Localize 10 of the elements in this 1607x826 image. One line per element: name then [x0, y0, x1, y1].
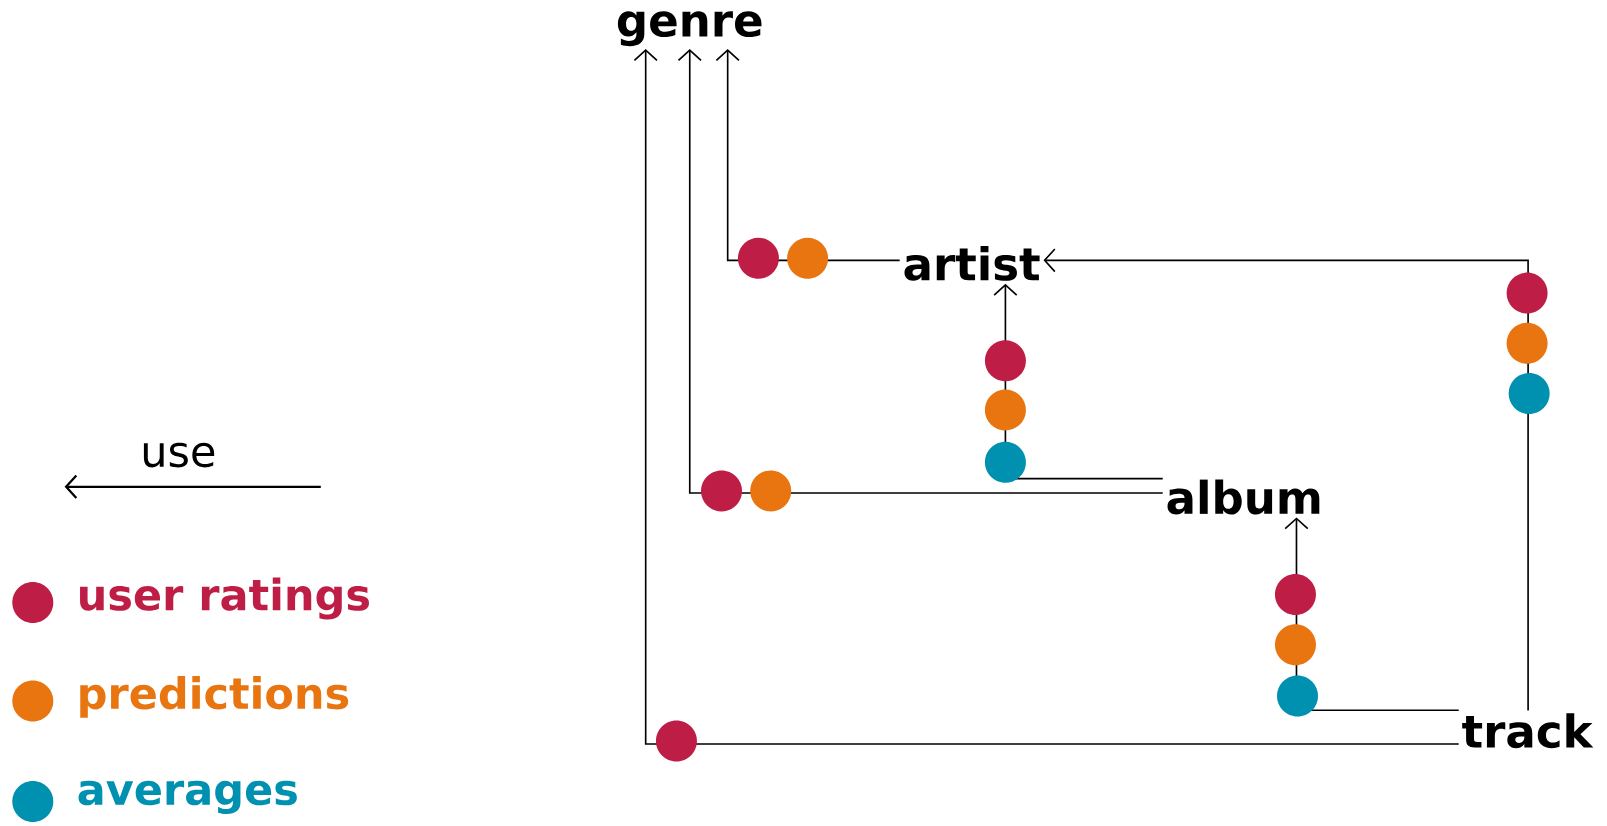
arrow: [677, 49, 1164, 494]
legend-label: predictions: [80, 676, 349, 718]
node-label: album: [1167, 479, 1320, 515]
legend-label: use: [143, 442, 215, 468]
legend-label: averages: [78, 780, 297, 815]
node-label: genre: [617, 11, 762, 47]
arrow: [633, 49, 1460, 745]
node-label: track: [1462, 713, 1594, 749]
legend-label: user ratings: [80, 577, 369, 620]
node-label: artist: [904, 245, 1040, 281]
